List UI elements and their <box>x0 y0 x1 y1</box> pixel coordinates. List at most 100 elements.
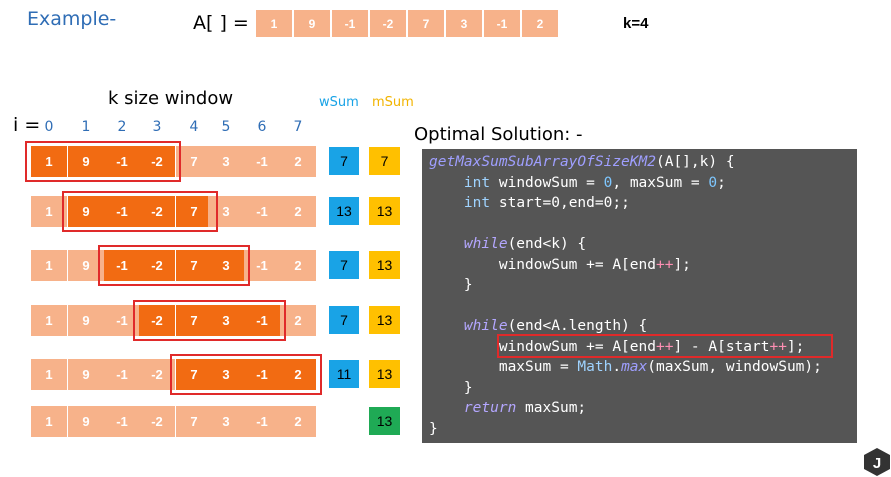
array-cell: -2 <box>139 305 175 336</box>
index-number: 7 <box>293 119 303 135</box>
wsum-box: 11 <box>329 360 359 388</box>
code-line: } <box>429 420 438 437</box>
k-label: k=4 <box>623 15 649 32</box>
array-cell: 1 <box>31 406 67 437</box>
array-cell: -2 <box>139 406 175 437</box>
wsum-box: 7 <box>329 147 359 175</box>
array-cell: -1 <box>104 146 140 177</box>
array-cell: 3 <box>208 250 244 281</box>
array-cell: -2 <box>139 196 175 227</box>
logo-icon: J <box>864 448 890 476</box>
array-cell: -1 <box>244 196 280 227</box>
array-cell: -1 <box>104 250 140 281</box>
array-cell: 3 <box>208 196 244 227</box>
array-cell: 3 <box>208 406 244 437</box>
index-number: 3 <box>152 119 162 135</box>
code-line: int start=0,end=0;; <box>463 195 630 211</box>
input-array-cell: -1 <box>484 10 520 37</box>
input-array-cell: 2 <box>522 10 558 37</box>
window-highlight-box <box>133 300 286 341</box>
window-highlight-box <box>62 191 218 232</box>
array-cell: -1 <box>244 250 280 281</box>
array-cell: 7 <box>176 196 212 227</box>
array-cell: 3 <box>208 359 244 390</box>
array-cell: 7 <box>176 406 212 437</box>
array-cell: 1 <box>31 250 67 281</box>
index-number: 1 <box>81 119 91 135</box>
array-cell: 1 <box>31 305 67 336</box>
array-cell: 2 <box>280 305 316 336</box>
index-label: i = <box>13 114 41 136</box>
code-line: } <box>429 277 473 293</box>
array-cell: -2 <box>139 359 175 390</box>
array-cell: 3 <box>208 305 244 336</box>
final-max-sum-box: 13 <box>369 407 400 435</box>
array-cell: 2 <box>280 146 316 177</box>
array-cell: 9 <box>68 406 104 437</box>
wsum-box: 7 <box>329 306 359 334</box>
code-panel: getMaxSumSubArrayOfSizeKM2(A[],k) { int … <box>422 149 857 443</box>
array-cell: 9 <box>68 146 104 177</box>
code-line: while(end<k) { <box>463 236 587 252</box>
code-line: int windowSum = 0, maxSum = 0; <box>463 174 726 191</box>
wsum-header: wSum <box>319 95 359 110</box>
array-cell: -2 <box>139 250 175 281</box>
array-cell: 9 <box>68 359 104 390</box>
array-cell: 7 <box>176 305 212 336</box>
code-line: windowSum += A[end++]; <box>429 256 691 273</box>
msum-box: 13 <box>369 306 400 334</box>
logo-letter: J <box>873 455 881 472</box>
input-array-cell: 3 <box>446 10 482 37</box>
array-cell: 1 <box>31 359 67 390</box>
index-number: 6 <box>257 119 267 135</box>
array-cell: 7 <box>176 359 212 390</box>
array-cell: 2 <box>280 196 316 227</box>
wsum-box: 7 <box>329 251 359 279</box>
array-cell: -2 <box>139 146 175 177</box>
window-highlight-box <box>98 245 250 286</box>
array-cell: -1 <box>104 196 140 227</box>
msum-box: 13 <box>369 360 400 388</box>
code-line: return maxSum; <box>463 400 587 416</box>
array-cell: 9 <box>68 196 104 227</box>
example-label: Example- <box>27 8 117 30</box>
msum-box: 7 <box>369 147 400 175</box>
code-line: } <box>429 379 473 396</box>
index-number: 2 <box>117 119 127 135</box>
wsum-box: 13 <box>329 197 359 225</box>
code-highlight-box <box>497 334 833 358</box>
index-number: 4 <box>189 119 199 135</box>
input-array-cell: -1 <box>332 10 368 37</box>
window-highlight-box <box>25 141 181 182</box>
code-line: maxSum = Math.max(maxSum, windowSum); <box>429 359 822 375</box>
code-line: while(end<A.length) { <box>463 318 648 334</box>
msum-header: mSum <box>372 95 414 110</box>
array-cell: 2 <box>280 250 316 281</box>
array-cell: -1 <box>244 146 280 177</box>
input-array-cell: 7 <box>408 10 444 37</box>
array-cell: 7 <box>176 146 212 177</box>
array-cell: 2 <box>280 406 316 437</box>
array-cell: 7 <box>176 250 212 281</box>
array-cell: 3 <box>208 146 244 177</box>
index-number: 0 <box>44 119 54 135</box>
input-array-cell: -2 <box>370 10 406 37</box>
array-cell: 9 <box>68 305 104 336</box>
array-cell: -1 <box>244 406 280 437</box>
input-array-cell: 1 <box>256 10 292 37</box>
array-cell: -1 <box>244 359 280 390</box>
array-cell: 2 <box>280 359 316 390</box>
index-number: 5 <box>221 119 231 135</box>
code-line: getMaxSumSubArrayOfSizeKM2(A[],k) { <box>429 154 735 170</box>
msum-box: 13 <box>369 251 400 279</box>
array-cell: -1 <box>244 305 280 336</box>
window-title: k size window <box>108 88 234 109</box>
optimal-solution-title: Optimal Solution: - <box>414 124 583 145</box>
input-array-cell: 9 <box>294 10 330 37</box>
array-cell: 1 <box>31 196 67 227</box>
window-highlight-box <box>170 354 322 395</box>
msum-box: 13 <box>369 197 400 225</box>
array-cell: -1 <box>104 359 140 390</box>
array-cell: -1 <box>104 406 140 437</box>
code-line: windowSum += A[end++] - A[start++]; <box>429 338 805 355</box>
